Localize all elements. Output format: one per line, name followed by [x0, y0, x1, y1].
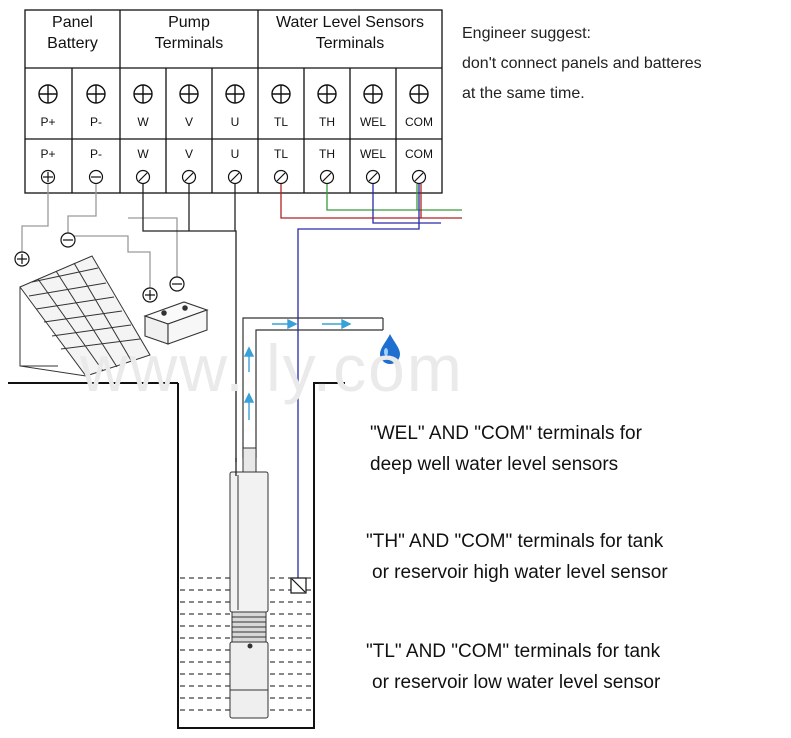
slot-screw-icon	[135, 169, 151, 185]
crosshead-screw-icon	[86, 84, 106, 104]
slot-screw-icon	[411, 169, 427, 185]
slot-screw-icon	[227, 169, 243, 185]
terminal-label-top: P+	[40, 115, 56, 129]
terminal-label-bottom: TH	[319, 147, 335, 161]
submersible-pump-icon	[229, 447, 269, 719]
description-wel: "WEL" AND "COM" terminals for deep well …	[370, 418, 642, 480]
solar-panel-icon	[19, 255, 151, 377]
crosshead-screw-icon	[363, 84, 383, 104]
terminal-label-top: TH	[319, 115, 335, 129]
water-level-sensor-icon	[290, 577, 307, 594]
terminal-label-top: WEL	[359, 115, 386, 129]
slot-screw-icon	[181, 169, 197, 185]
description-line1: "TH" AND "COM" terminals for tank	[366, 531, 664, 552]
flow-arrows	[243, 318, 352, 420]
plus-icon	[14, 251, 30, 267]
battery-icon	[143, 301, 209, 345]
crosshead-screw-icon	[271, 84, 291, 104]
polarity-markers	[14, 232, 185, 303]
group-label-sensor-terminals: Water Level Sensors Terminals	[258, 12, 442, 54]
screw-row-top	[38, 84, 429, 104]
group-label-line1: Water Level Sensors	[276, 14, 424, 31]
description-line1: "TL" AND "COM" terminals for tank	[366, 641, 661, 662]
tl-wire	[280, 184, 462, 219]
group-label-line2: Terminals	[315, 35, 385, 52]
description-tl: "TL" AND "COM" terminals for tank or res…	[366, 636, 660, 698]
terminal-label-bottom: P-	[90, 147, 102, 161]
plus-icon	[142, 287, 158, 303]
crosshead-screw-icon	[409, 84, 429, 104]
group-label-line1: Panel	[52, 14, 93, 31]
group-label-line2: Battery	[47, 35, 98, 52]
well-shaft	[8, 382, 345, 729]
terminal-label-bottom: WEL	[359, 147, 386, 161]
crosshead-screw-icon	[317, 84, 337, 104]
description-line1: "WEL" AND "COM" terminals for	[370, 423, 642, 444]
terminal-label-top: COM	[405, 115, 433, 129]
terminal-label-bottom: TL	[273, 147, 288, 161]
crosshead-screw-icon	[225, 84, 245, 104]
wel-wire	[372, 184, 441, 224]
minus-icon	[60, 232, 76, 248]
engineer-note-line2: don't connect panels and batteres	[462, 55, 702, 72]
engineer-note-line3: at the same time.	[462, 85, 585, 102]
description-line2: or reservoir high water level sensor	[372, 562, 668, 583]
terminal-label-bottom: V	[184, 147, 193, 161]
terminal-label-top: P-	[90, 115, 102, 129]
description-th: "TH" AND "COM" terminals for tank or res…	[366, 526, 668, 588]
terminal-label-top: W	[137, 115, 149, 129]
engineer-note-line1: Engineer suggest:	[462, 25, 591, 42]
watermark: www. ly.com	[80, 331, 464, 405]
terminal-label-bottom: U	[230, 147, 240, 161]
terminal-label-top: TL	[273, 115, 288, 129]
terminal-block	[24, 9, 443, 194]
group-label-pump-terminals: Pump Terminals	[120, 12, 258, 54]
slot-screw-icon	[365, 169, 381, 185]
com-wire-blue	[297, 184, 420, 578]
terminal-label-bottom: W	[137, 147, 149, 161]
sensor-wires	[280, 184, 462, 578]
plus-terminal-icon	[40, 169, 56, 185]
pump-wires	[142, 184, 237, 462]
minus-icon	[169, 276, 185, 292]
outlet-pipe	[242, 317, 384, 458]
screw-row-bottom	[40, 169, 427, 185]
water-drop-icon	[380, 334, 400, 364]
crosshead-screw-icon	[38, 84, 58, 104]
terminal-label-top: U	[230, 115, 240, 129]
group-label-line2: Terminals	[154, 35, 224, 52]
slot-screw-icon	[273, 169, 289, 185]
terminal-label-bottom: P+	[40, 147, 56, 161]
terminal-label-bottom: COM	[405, 147, 433, 161]
crosshead-screw-icon	[179, 84, 199, 104]
terminal-label-top: V	[184, 115, 193, 129]
description-line2: deep well water level sensors	[370, 454, 619, 475]
minus-terminal-icon	[88, 169, 104, 185]
description-line2: or reservoir low water level sensor	[372, 672, 661, 693]
group-label-line1: Pump	[168, 14, 210, 31]
group-label-panel-battery: Panel Battery	[25, 12, 120, 54]
crosshead-screw-icon	[133, 84, 153, 104]
slot-screw-icon	[319, 169, 335, 185]
